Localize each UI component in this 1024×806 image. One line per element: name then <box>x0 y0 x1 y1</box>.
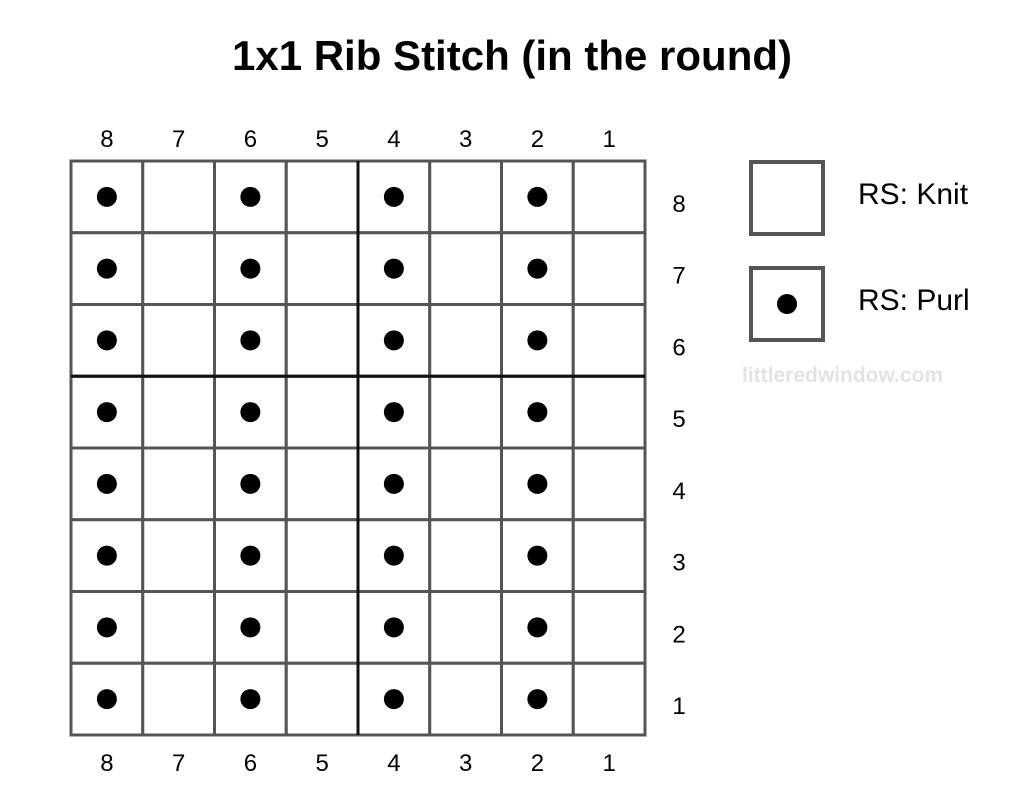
stitch-cell <box>284 159 360 235</box>
purl-dot <box>527 545 548 566</box>
purl-dot <box>527 473 548 494</box>
stitch-cell <box>141 374 216 450</box>
purl-dot <box>383 186 404 207</box>
stitch-cell <box>428 159 503 235</box>
purl-dot <box>527 689 548 710</box>
purl-dot <box>240 545 261 566</box>
watermark: littleredwindow.com <box>742 364 944 387</box>
column-label-bottom: 8 <box>100 750 113 777</box>
stitch-cell <box>284 374 360 450</box>
stitch-cell <box>428 661 503 737</box>
purl-dot <box>96 402 117 423</box>
purl-dot <box>96 545 117 566</box>
stitch-cell <box>428 303 503 378</box>
stitch-cell <box>141 518 216 593</box>
column-label-top: 1 <box>602 126 615 153</box>
stitch-cell <box>571 231 647 306</box>
stitch-cell <box>284 446 360 522</box>
column-label-top: 6 <box>244 126 257 153</box>
stitch-cell <box>141 661 216 737</box>
purl-dot <box>240 186 261 207</box>
purl-dot <box>527 402 548 423</box>
column-label-bottom: 2 <box>531 750 544 777</box>
stitch-cell <box>284 590 360 665</box>
purl-dot <box>96 330 117 351</box>
stitch-cell <box>571 374 647 450</box>
stitch-cell <box>284 231 360 306</box>
purl-dot <box>240 330 261 351</box>
legend-knit-box <box>749 160 825 236</box>
stitch-cell <box>571 159 647 235</box>
purl-dot <box>527 617 548 638</box>
purl-dot <box>383 617 404 638</box>
stitch-cell <box>571 303 647 378</box>
purl-dot <box>527 186 548 207</box>
purl-dot <box>383 402 404 423</box>
stitch-cell <box>141 303 216 378</box>
purl-dot <box>96 689 117 710</box>
purl-dot <box>240 617 261 638</box>
stitch-cell <box>571 590 647 665</box>
column-label-top: 3 <box>459 126 472 153</box>
stitch-cell <box>428 446 503 522</box>
purl-dot <box>383 258 404 279</box>
purl-dot <box>240 258 261 279</box>
column-label-top: 2 <box>531 126 544 153</box>
column-label-bottom: 5 <box>315 750 328 777</box>
stitch-cell <box>141 590 216 665</box>
purl-dot <box>383 330 404 351</box>
column-label-bottom: 1 <box>602 750 615 777</box>
stitch-cell <box>141 231 216 306</box>
purl-dot <box>383 689 404 710</box>
row-label: 5 <box>672 406 685 433</box>
stitch-cell <box>571 661 647 737</box>
row-label: 7 <box>672 263 685 290</box>
purl-dot <box>96 186 117 207</box>
stitch-cell <box>284 303 360 378</box>
legend-label-knit: RS: Knit <box>858 178 969 211</box>
purl-dot <box>240 689 261 710</box>
row-label: 6 <box>672 334 685 361</box>
purl-dot <box>240 402 261 423</box>
legend-label-purl: RS: Purl <box>858 284 970 317</box>
stitch-cell <box>284 661 360 737</box>
column-label-top: 4 <box>387 126 400 153</box>
purl-dot <box>96 258 117 279</box>
purl-dot <box>383 545 404 566</box>
column-label-top: 8 <box>100 126 113 153</box>
stitch-cell <box>284 518 360 593</box>
purl-dot <box>240 473 261 494</box>
chart-title: 1x1 Rib Stitch (in the round) <box>231 32 792 79</box>
stitch-cell <box>571 518 647 593</box>
stitch-cell <box>428 590 503 665</box>
row-label: 4 <box>672 478 685 505</box>
column-label-bottom: 7 <box>172 750 185 777</box>
stitch-cell <box>356 518 432 593</box>
purl-dot <box>527 258 548 279</box>
row-label: 1 <box>672 693 685 720</box>
purl-dot <box>96 473 117 494</box>
row-label: 8 <box>672 191 685 218</box>
column-label-bottom: 3 <box>459 750 472 777</box>
stitch-cell <box>141 159 216 235</box>
column-label-bottom: 6 <box>244 750 257 777</box>
stitch-cell <box>428 231 503 306</box>
purl-dot <box>383 473 404 494</box>
row-label: 3 <box>672 550 685 577</box>
legend-purl-dot <box>777 294 797 314</box>
column-label-bottom: 4 <box>387 750 400 777</box>
stitch-cell <box>428 518 503 593</box>
column-label-top: 5 <box>315 126 328 153</box>
column-label-top: 7 <box>172 126 185 153</box>
purl-dot <box>527 330 548 351</box>
row-label: 2 <box>672 621 685 648</box>
purl-dot <box>96 617 117 638</box>
stitch-cell <box>141 446 216 522</box>
stitch-cell <box>428 374 503 450</box>
stitch-cell <box>571 446 647 522</box>
